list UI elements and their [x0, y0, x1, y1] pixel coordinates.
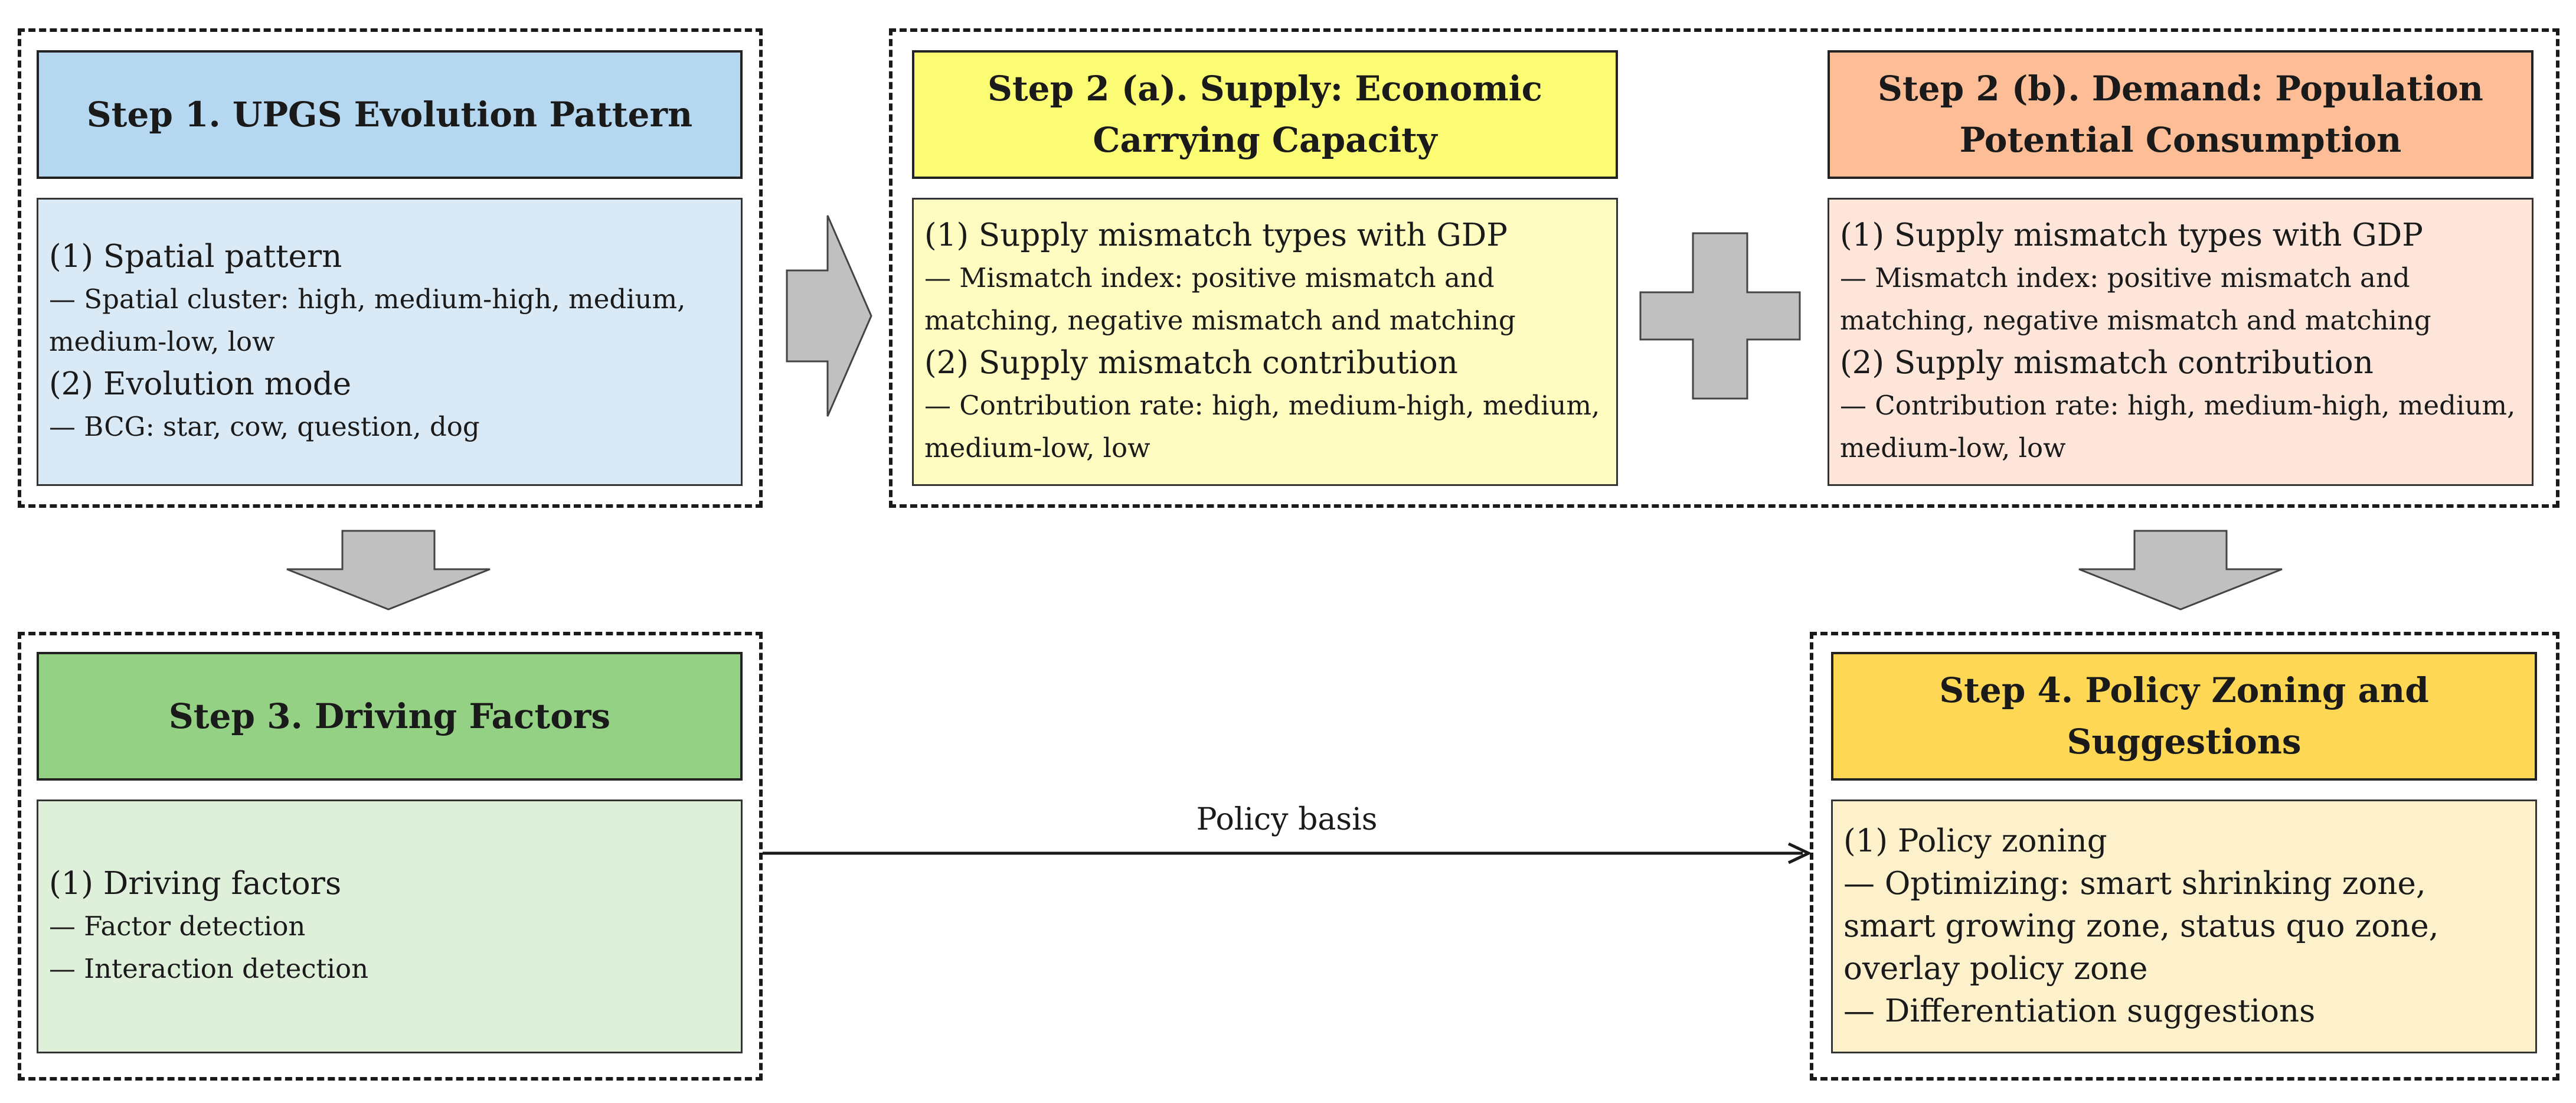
step3-group	[18, 632, 763, 1081]
arrowhead-icon	[1787, 842, 1812, 864]
step1-body: (1) Spatial pattern — Spatial cluster: hi…	[37, 198, 743, 486]
step1-group	[18, 28, 763, 508]
step4-body: (1) Policy zoning — Optimizing: smart shr…	[1831, 799, 2537, 1053]
step4-item: (1) Policy zoning	[1843, 823, 2107, 859]
step1-title: Step 1. UPGS Evolution Pattern	[86, 94, 693, 135]
step2b-item: — Mismatch index: positive mismatch and …	[1840, 262, 2431, 336]
step2a-item: — Contribution rate: high, medium-high, …	[924, 390, 1600, 464]
step3-body: (1) Driving factors — Factor detection — I…	[37, 799, 743, 1053]
step3-item: — Interaction detection	[49, 953, 369, 984]
step1-item: — BCG: star, cow, question, dog	[49, 411, 480, 442]
policy-basis-label: Policy basis	[1196, 802, 1378, 837]
step2b-item: (1) Supply mismatch types with GDP	[1840, 217, 2423, 253]
step2a-body: (1) Supply mismatch types with GDP — Mism…	[912, 198, 1618, 486]
step4-item: — Differentiation suggestions	[1843, 993, 2316, 1029]
down-arrow-left-shape	[286, 530, 491, 611]
down-arrow-right-icon	[2078, 530, 2283, 611]
step2b-item: (2) Supply mismatch contribution	[1840, 345, 2374, 381]
step2b-body: (1) Supply mismatch types with GDP — Mism…	[1828, 198, 2533, 486]
step2a-title: Step 2 (a). Supply: Economic Carrying Ca…	[987, 68, 1542, 160]
step2a-header: Step 2 (a). Supply: Economic Carrying Ca…	[912, 50, 1618, 179]
down-arrow-right-shape	[2078, 530, 2283, 611]
step2b-header: Step 2 (b). Demand: Population Potential…	[1828, 50, 2533, 179]
step3-item: (1) Driving factors	[49, 866, 342, 902]
step3-item: — Factor detection	[49, 911, 306, 942]
step2b-title: Step 2 (b). Demand: Population Potential…	[1878, 68, 2483, 160]
plus-shape	[1639, 232, 1801, 400]
step1-item: (1) Spatial pattern	[49, 239, 342, 275]
down-arrow-left-icon	[286, 530, 491, 611]
step4-item: — Optimizing: smart shrinking zone, smar…	[1843, 866, 2439, 987]
step3-header: Step 3. Driving Factors	[37, 652, 743, 781]
right-arrow-icon	[786, 215, 872, 417]
step2a-item: (2) Supply mismatch contribution	[924, 345, 1458, 381]
plus-icon	[1639, 232, 1801, 400]
step2a-item: (1) Supply mismatch types with GDP	[924, 217, 1508, 253]
step1-item: (2) Evolution mode	[49, 366, 352, 402]
step2b-item: — Contribution rate: high, medium-high, …	[1840, 390, 2516, 464]
step1-header: Step 1. UPGS Evolution Pattern	[37, 50, 743, 179]
step1-item: — Spatial cluster: high, medium-high, me…	[49, 283, 686, 357]
step2a-item: — Mismatch index: positive mismatch and …	[924, 262, 1516, 336]
right-arrow-shape	[786, 215, 872, 417]
step4-title: Step 4. Policy Zoning and Suggestions	[1939, 670, 2429, 762]
step3-title: Step 3. Driving Factors	[168, 696, 611, 736]
step4-group	[1810, 632, 2559, 1081]
step4-header: Step 4. Policy Zoning and Suggestions	[1831, 652, 2537, 781]
policy-basis-connector	[763, 842, 1812, 864]
step2-group	[889, 28, 2559, 508]
